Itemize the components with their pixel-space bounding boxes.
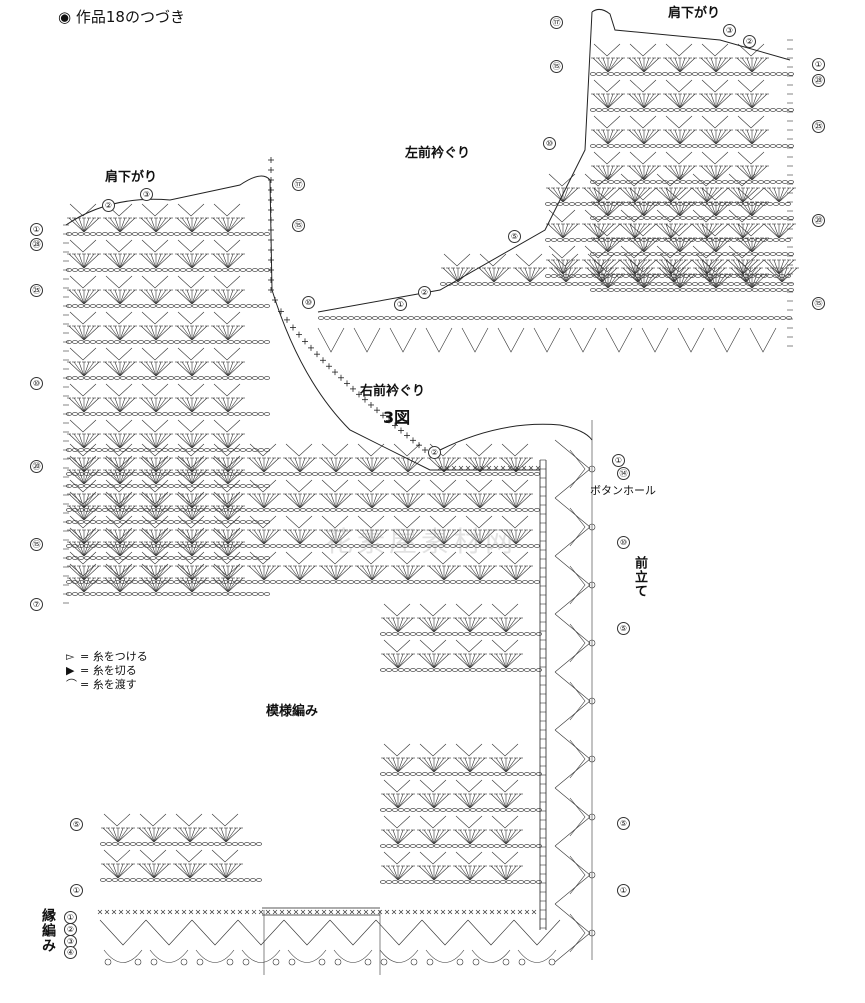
row-marker: ③ <box>723 24 736 37</box>
label-shoulder-left: 肩下がり <box>105 170 158 185</box>
row-marker: ① <box>394 298 407 311</box>
row-marker: ⑭ <box>617 467 630 480</box>
row-marker: ㉕ <box>812 120 825 133</box>
page-heading: ◉ 作品18のつづき <box>58 6 185 27</box>
bullet-icon: ◉ <box>58 8 72 26</box>
legend-item: ⌒= 糸を渡す <box>66 678 137 691</box>
row-marker: ⑩ <box>617 536 630 549</box>
row-marker: ① <box>617 884 630 897</box>
row-marker: ㉘ <box>30 238 43 251</box>
label-edging: 縁編み <box>40 908 56 953</box>
row-marker: ⑮ <box>812 297 825 310</box>
label-neck-left: 左前衿ぐり <box>405 146 471 161</box>
label-neck-right: 右前衿ぐり <box>360 384 426 399</box>
row-marker: ⑤ <box>508 230 521 243</box>
row-marker: ㉕ <box>30 284 43 297</box>
row-marker: ⑮ <box>30 538 43 551</box>
row-marker: ⑮ <box>550 60 563 73</box>
row-marker: ② <box>743 35 756 48</box>
label-pattern: 模様編み <box>266 704 319 719</box>
join-yarn-icon: ▻ <box>66 650 75 663</box>
row-marker: ⑦ <box>30 598 43 611</box>
label-buttonhole: ボタンホール <box>590 484 656 497</box>
carry-yarn-icon: ⌒ <box>66 678 77 691</box>
label-shoulder-right: 肩下がり <box>668 6 721 21</box>
legend: ▻= 糸をつける ▶= 糸を切る ⌒= 糸を渡す <box>66 650 148 692</box>
legend-item: ▶= 糸を切る <box>66 664 137 677</box>
row-marker: ① <box>612 454 625 467</box>
row-marker: ① <box>70 884 83 897</box>
row-marker: ① <box>30 223 43 236</box>
row-marker: ① <box>812 58 825 71</box>
row-marker: ⑮ <box>292 219 305 232</box>
row-marker: ⑳ <box>30 460 43 473</box>
heading-text: 作品18のつづき <box>75 8 185 26</box>
row-marker: ⑩ <box>30 377 43 390</box>
row-marker: ⑰ <box>292 178 305 191</box>
row-marker: ⑰ <box>550 16 563 29</box>
row-marker: ⑩ <box>302 296 315 309</box>
figure-number: 3図 <box>383 408 411 427</box>
row-marker: ④ <box>64 946 77 959</box>
watermark: 花素屋素材网 <box>325 525 518 558</box>
row-marker: ② <box>102 199 115 212</box>
row-marker: ㉘ <box>812 74 825 87</box>
row-marker: ② <box>428 446 441 459</box>
row-marker: ⑤ <box>70 818 83 831</box>
label-front-band: 前立て <box>632 556 647 598</box>
cut-yarn-icon: ▶ <box>66 664 75 677</box>
row-marker: ⑳ <box>812 214 825 227</box>
row-marker: ⑤ <box>617 622 630 635</box>
row-marker: ⑩ <box>543 137 556 150</box>
row-marker: ⑤ <box>617 817 630 830</box>
row-marker: ② <box>418 286 431 299</box>
legend-item: ▻= 糸をつける <box>66 650 148 663</box>
row-marker: ③ <box>140 188 153 201</box>
